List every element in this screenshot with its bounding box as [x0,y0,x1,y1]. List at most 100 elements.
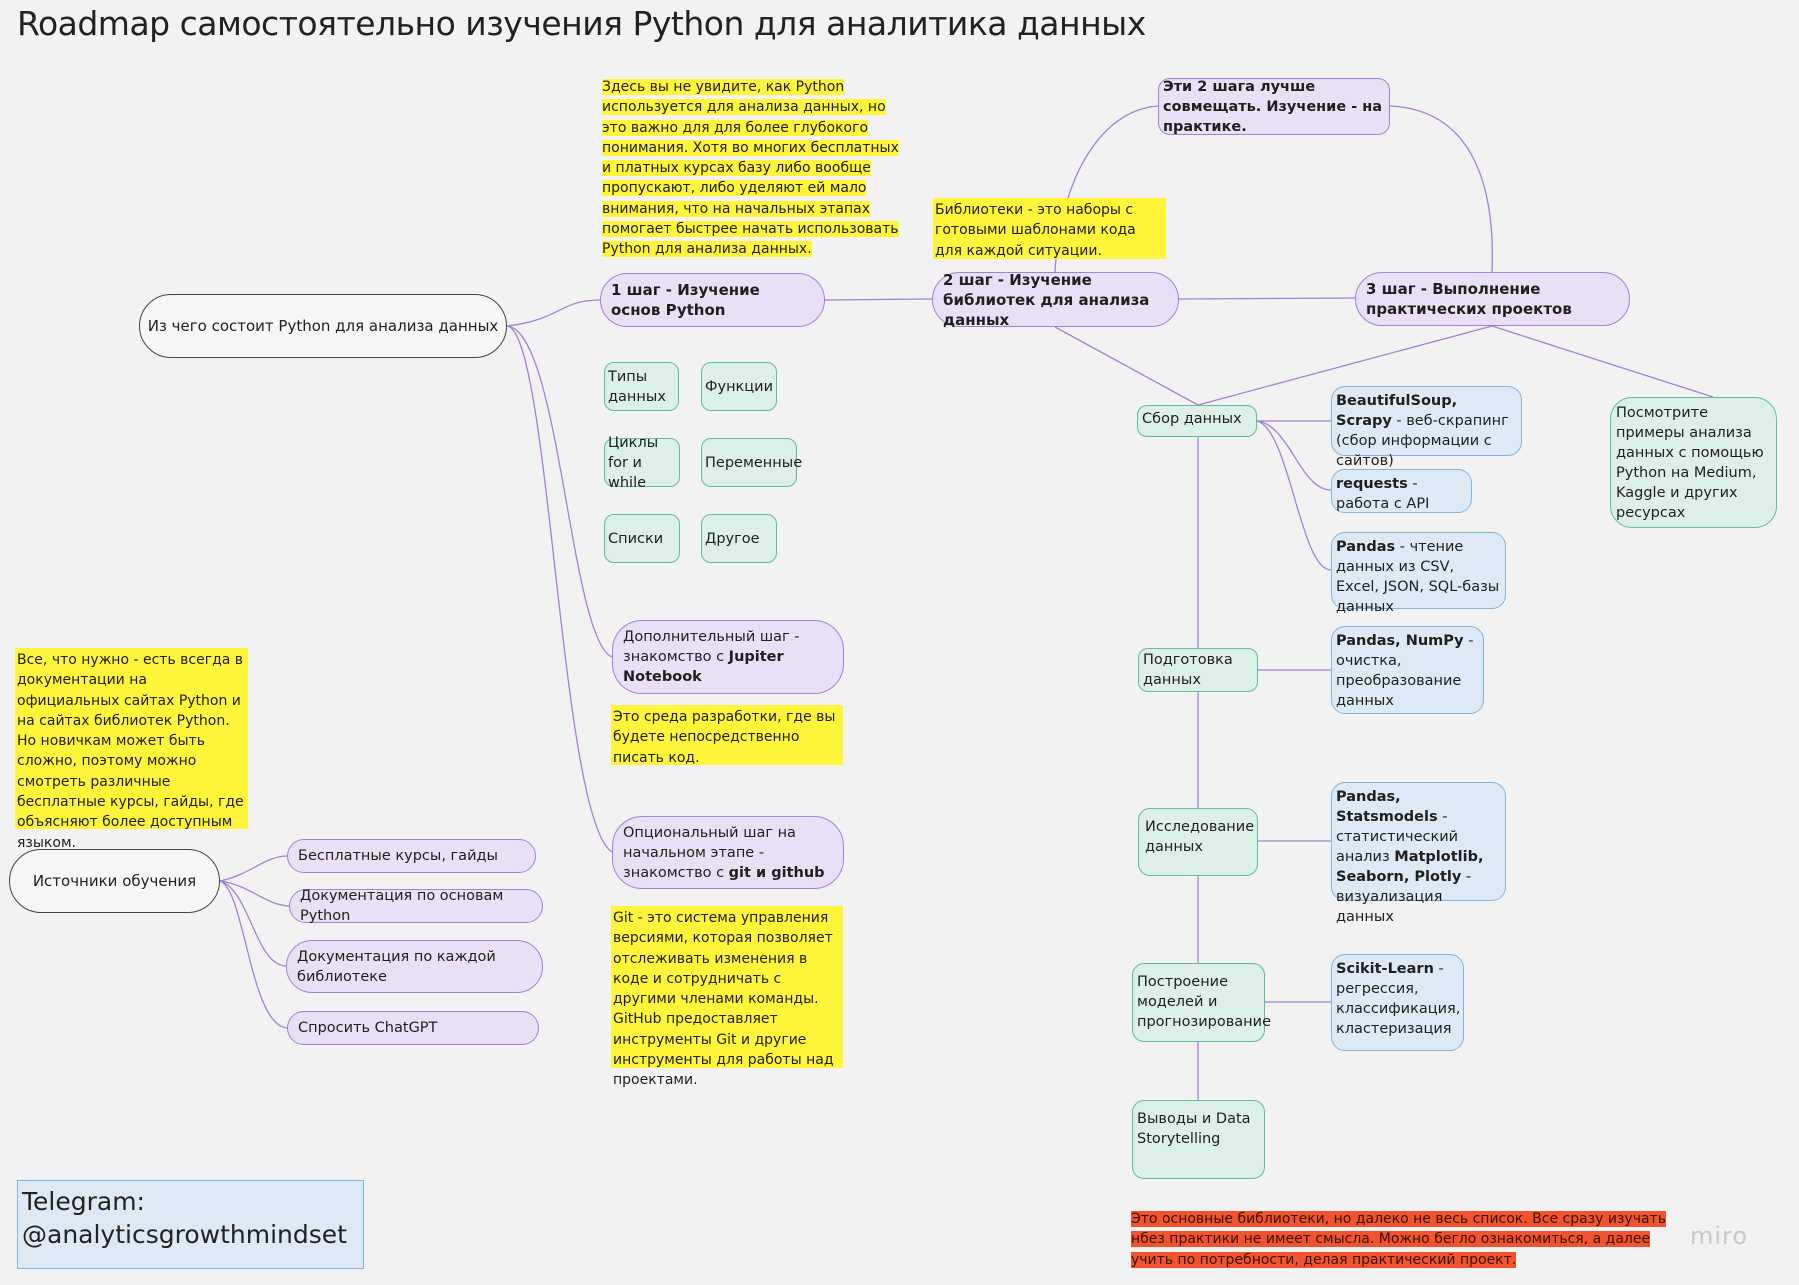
source-item-courses[interactable]: Бесплатные курсы, гайды [287,839,536,873]
lib-desc: - чтение данных из CSV, Excel, JSON, SQL… [1336,539,1500,615]
git-step-node[interactable]: Опциональный шаг на начальном этапе - зн… [612,816,844,889]
link-sources-2 [219,880,290,907]
chip-label: Типы данных [608,368,666,405]
lib-pandas-io[interactable]: Pandas - чтение данных из CSV, Excel, JS… [1331,532,1506,615]
source-item-label: Бесплатные курсы, гайды [298,848,498,864]
lib-name-2: Matplotlib, Seaborn, Plotly [1336,849,1484,885]
lib-name: Pandas [1336,539,1396,555]
chip-label: Другое [705,530,760,547]
link-collect-pandas [1256,420,1332,571]
link-combine-step3 [1389,105,1493,273]
stage-label: Выводы и Data Storytelling [1137,1111,1251,1147]
step-2-label: 2 шаг - Изучение библиотек для анализа д… [943,270,1150,329]
lib-name: requests [1336,476,1408,492]
docs-note: Все, что нужно - есть всегда в документа… [15,648,248,851]
basics-chip-loops[interactable]: Циклы for и while [604,435,680,491]
examples-note[interactable]: Посмотрите примеры анализа данных с помо… [1610,397,1777,528]
source-item-library-docs[interactable]: Документация по каждой библиотеке [286,940,543,993]
step-1-node[interactable]: 1 шаг - Изучение основ Python [600,273,825,327]
link-sources-3 [219,880,287,967]
stage-label: Сбор данных [1142,411,1242,427]
stage-label: Подготовка данных [1143,652,1233,688]
jupyter-note: Это среда разработки, где вы будете непо… [611,705,843,766]
step-3-node[interactable]: 3 шаг - Выполнение практических проектов [1355,272,1630,326]
link-step2-collect [1054,326,1199,406]
link-collect-requests [1256,420,1332,491]
basics-note-text: Здесь вы не увидите, как Python использу… [602,79,899,258]
page-title: Roadmap самостоятельно изучения Python д… [17,4,1146,43]
lib-scikit-learn[interactable]: Scikit-Learn - регрессия, классификация,… [1331,954,1464,1051]
telegram-box: Telegram: @analyticsgrowthmindset [17,1180,364,1269]
libraries-warning-note: Это основные библиотеки, но далеко не ве… [1131,1209,1671,1270]
stage-collect[interactable]: Сбор данных [1137,405,1257,437]
libraries-warning-text: Это основные библиотеки, но далеко не ве… [1131,1211,1666,1268]
lib-name: BeautifulSoup, Scrapy [1336,393,1458,429]
jupyter-step-node[interactable]: Дополнительный шаг - знакомство с Jupite… [612,620,844,694]
docs-note-text: Все, что нужно - есть всегда в документа… [17,652,244,851]
basics-chip-functions[interactable]: Функции [701,362,777,411]
step-3-label: 3 шаг - Выполнение практических проектов [1366,280,1572,318]
basics-chip-lists[interactable]: Списки [604,514,680,563]
lib-beautifulsoup-scrapy[interactable]: BeautifulSoup, Scrapy - веб-скрапинг (сб… [1331,386,1522,469]
source-item-label: Документация по каждой библиотеке [297,948,496,985]
stage-prepare[interactable]: Подготовка данных [1138,648,1258,692]
miro-watermark-logo: miro [1690,1222,1749,1250]
root-node-label: Из чего состоит Python для анализа данны… [147,317,499,335]
stage-label: Исследование данных [1145,819,1255,855]
lib-pandas-numpy[interactable]: Pandas, NumPy - очистка, преобразование … [1331,626,1484,714]
lib-desc: - очистка, преобразование данных [1336,633,1474,709]
lib-desc: - работа с API [1336,476,1430,512]
lib-name: Pandas, NumPy [1336,633,1464,649]
chip-label: Переменные [705,454,803,471]
libraries-note: Библиотеки - это наборы с готовыми шабло… [933,198,1166,259]
chip-label: Функции [705,378,774,395]
combine-steps-label: Эти 2 шага лучше совмещать. Изучение - н… [1163,78,1383,135]
chip-label: Циклы for и while [608,434,659,491]
stage-modeling[interactable]: Построение моделей и прогнозирование [1132,963,1271,1042]
git-step-prefix: Опциональный шаг на начальном этапе - зн… [623,824,796,881]
stage-label: Построение моделей и прогнозирование [1137,974,1271,1030]
lib-text: Pandas - чтение данных из CSV, Excel, JS… [1336,537,1501,617]
lib-statsmodels-viz[interactable]: Pandas, Statsmodels - статистический ана… [1331,782,1506,925]
basics-chip-variables[interactable]: Переменные [701,438,802,487]
basics-note: Здесь вы не увидите, как Python использу… [602,77,900,260]
link-sources-4 [219,880,288,1029]
link-step1-step2 [824,298,933,301]
telegram-handle[interactable]: @analyticsgrowthmindset [22,1220,347,1249]
lib-desc-2: - визуализация данных [1336,869,1472,925]
jupyter-step-text: Дополнительный шаг - знакомство с Jupite… [623,627,833,687]
source-item-chatgpt[interactable]: Спросить ChatGPT [287,1011,539,1045]
lib-name: Scikit-Learn [1336,961,1434,977]
jupyter-step-prefix: Дополнительный шаг - знакомство с [623,629,800,665]
telegram-label: Telegram: [22,1187,145,1216]
link-step2-step3 [1178,297,1356,300]
stage-explore[interactable]: Исследование данных [1138,808,1258,876]
stage-insights[interactable]: Выводы и Data Storytelling [1132,1100,1265,1179]
git-step-bold: git и github [728,864,825,881]
step-2-node[interactable]: 2 шаг - Изучение библиотек для анализа д… [932,270,1179,329]
lib-desc: - регрессия, классификация, кластеризаци… [1336,961,1461,1037]
step-1-label: 1 шаг - Изучение основ Python [611,281,760,319]
lib-text: requests - работа с API [1336,474,1467,514]
jupyter-step-bold: Jupiter Notebook [623,649,784,685]
link-sources-1 [219,855,288,882]
combine-steps-note[interactable]: Эти 2 шага лучше совмещать. Изучение - н… [1158,78,1390,135]
sources-root-node[interactable]: Источники обучения [9,849,220,913]
basics-chip-other[interactable]: Другое [701,514,777,563]
chip-label: Списки [608,530,664,547]
link-step3-collect [1197,325,1493,406]
examples-note-text: Посмотрите примеры анализа данных с помо… [1616,404,1764,521]
link-root-git [506,325,613,853]
lib-requests[interactable]: requests - работа с API [1331,469,1472,513]
sources-root-label: Источники обучения [32,872,197,890]
link-root-step1 [506,299,601,327]
lib-text: Pandas, NumPy - очистка, преобразование … [1336,631,1479,711]
lib-name: Pandas, Statsmodels [1336,789,1438,825]
basics-chip-data-types[interactable]: Типы данных [604,362,679,411]
lib-desc: - веб-скрапинг (сбор информации с сайтов… [1336,413,1509,469]
lib-desc: - статистический анализ [1336,809,1459,865]
libraries-note-text: Библиотеки - это наборы с готовыми шабло… [935,202,1136,259]
root-node[interactable]: Из чего состоит Python для анализа данны… [139,294,507,358]
lib-text: BeautifulSoup, Scrapy - веб-скрапинг (сб… [1336,391,1517,471]
source-item-python-docs[interactable]: Документация по основам Python [289,888,543,924]
